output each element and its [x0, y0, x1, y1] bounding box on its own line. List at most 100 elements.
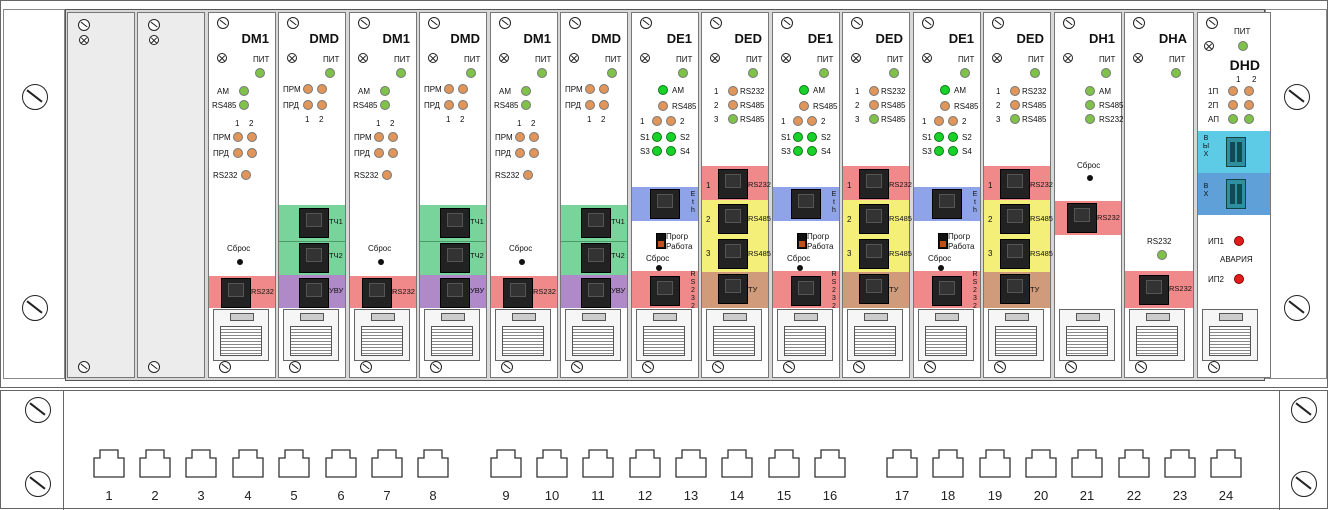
- tch1-jack[interactable]: [581, 208, 611, 238]
- rs232-jack[interactable]: [1139, 275, 1169, 305]
- rs485-jack-1[interactable]: [1000, 204, 1030, 234]
- patch-port-18[interactable]: [932, 448, 964, 478]
- patch-port-5[interactable]: [278, 448, 310, 478]
- tch1-jack[interactable]: [299, 208, 329, 238]
- uvu-jack[interactable]: [440, 278, 470, 308]
- prog-switch[interactable]: [656, 233, 666, 249]
- latch-tab: [1219, 313, 1243, 321]
- label-prm: ПРМ: [213, 133, 231, 142]
- rs232-jack[interactable]: [1067, 203, 1097, 233]
- patch-port-11[interactable]: [582, 448, 614, 478]
- reset-button[interactable]: [519, 259, 525, 265]
- patch-port-14[interactable]: [721, 448, 753, 478]
- uvu-jack[interactable]: [581, 278, 611, 308]
- rs485-port-label: RS485: [748, 214, 771, 223]
- rs232-jack[interactable]: [791, 276, 821, 306]
- pit-label: ПИТ: [394, 55, 411, 64]
- band-divider: [561, 241, 627, 242]
- bottom-latch-plate[interactable]: [1059, 309, 1115, 361]
- patch-port-16[interactable]: [814, 448, 846, 478]
- bottom-latch-plate[interactable]: [706, 309, 762, 361]
- optical-out-connector[interactable]: [1226, 137, 1246, 167]
- patch-port-23[interactable]: [1164, 448, 1196, 478]
- patch-port-7[interactable]: [371, 448, 403, 478]
- rs232-jack[interactable]: [221, 278, 251, 308]
- module-x-screw-icon: [922, 53, 932, 63]
- patch-port-1[interactable]: [93, 448, 125, 478]
- bottom-latch-plate[interactable]: [777, 309, 833, 361]
- patch-port-10[interactable]: [536, 448, 568, 478]
- label-one: 1: [305, 115, 310, 124]
- rs485-jack-2[interactable]: [718, 239, 748, 269]
- reset-button[interactable]: [938, 265, 944, 271]
- patch-port-8[interactable]: [417, 448, 449, 478]
- patch-port-17[interactable]: [886, 448, 918, 478]
- reset-button[interactable]: [797, 265, 803, 271]
- reset-button[interactable]: [656, 265, 662, 271]
- prog-switch[interactable]: [797, 233, 807, 249]
- patch-port-13[interactable]: [675, 448, 707, 478]
- module-x-screw-icon: [1133, 53, 1143, 63]
- rs485-jack-2[interactable]: [1000, 239, 1030, 269]
- bottom-latch-plate[interactable]: [213, 309, 269, 361]
- rs232-jack[interactable]: [932, 276, 962, 306]
- bottom-latch-plate[interactable]: [988, 309, 1044, 361]
- rs232-port-label: RS232: [889, 180, 912, 189]
- tch2-jack[interactable]: [581, 243, 611, 273]
- tch1-jack[interactable]: [440, 208, 470, 238]
- reset-button[interactable]: [378, 259, 384, 265]
- prog-switch[interactable]: [938, 233, 948, 249]
- patch-port-2[interactable]: [139, 448, 171, 478]
- patch-port-12[interactable]: [629, 448, 661, 478]
- reset-button[interactable]: [237, 259, 243, 265]
- rs485-jack-2[interactable]: [859, 239, 889, 269]
- ty-jack[interactable]: [859, 274, 889, 304]
- bottom-latch-plate[interactable]: [283, 309, 339, 361]
- rs232-jack[interactable]: [362, 278, 392, 308]
- rs485-jack-1[interactable]: [718, 204, 748, 234]
- patch-port-6[interactable]: [325, 448, 357, 478]
- patch-port-20[interactable]: [1025, 448, 1057, 478]
- optical-in-connector[interactable]: [1226, 179, 1246, 209]
- rs485-jack-1[interactable]: [859, 204, 889, 234]
- tch2-jack[interactable]: [299, 243, 329, 273]
- patch-port-4[interactable]: [232, 448, 264, 478]
- bottom-latch-plate[interactable]: [636, 309, 692, 361]
- rs232-jack[interactable]: [1000, 169, 1030, 199]
- prm-led-1: [303, 84, 313, 94]
- patch-port-21[interactable]: [1071, 448, 1103, 478]
- bottom-latch-plate[interactable]: [565, 309, 621, 361]
- label-one: 1: [855, 87, 860, 96]
- eth-jack[interactable]: [791, 189, 821, 219]
- patch-port-3[interactable]: [185, 448, 217, 478]
- uvu-jack[interactable]: [299, 278, 329, 308]
- bottom-latch-plate[interactable]: [1202, 309, 1258, 361]
- rs232-jack[interactable]: [650, 276, 680, 306]
- eth-jack[interactable]: [650, 189, 680, 219]
- bottom-latch-plate[interactable]: [918, 309, 974, 361]
- bottom-latch-plate[interactable]: [847, 309, 903, 361]
- rs232-jack[interactable]: [859, 169, 889, 199]
- ty-jack[interactable]: [718, 274, 748, 304]
- label-one: 1: [235, 119, 240, 128]
- rs232-jack[interactable]: [718, 169, 748, 199]
- patch-port-number: 11: [591, 488, 605, 503]
- patch-port-15[interactable]: [768, 448, 800, 478]
- prd-led-2: [247, 148, 257, 158]
- tch2-jack[interactable]: [440, 243, 470, 273]
- patch-port-22[interactable]: [1118, 448, 1150, 478]
- bottom-latch-plate[interactable]: [1129, 309, 1185, 361]
- label-two: 2: [319, 115, 324, 124]
- bottom-latch-plate[interactable]: [424, 309, 480, 361]
- bottom-latch-plate[interactable]: [495, 309, 551, 361]
- rs232-jack[interactable]: [503, 278, 533, 308]
- ty-jack[interactable]: [1000, 274, 1030, 304]
- patch-port-19[interactable]: [979, 448, 1011, 478]
- patch-port-24[interactable]: [1210, 448, 1242, 478]
- bottom-latch-plate[interactable]: [354, 309, 410, 361]
- eth-jack[interactable]: [932, 189, 962, 219]
- prd-led-1: [585, 100, 595, 110]
- reset-button[interactable]: [1087, 175, 1093, 181]
- patch-port-9[interactable]: [490, 448, 522, 478]
- latch-tab: [653, 313, 677, 321]
